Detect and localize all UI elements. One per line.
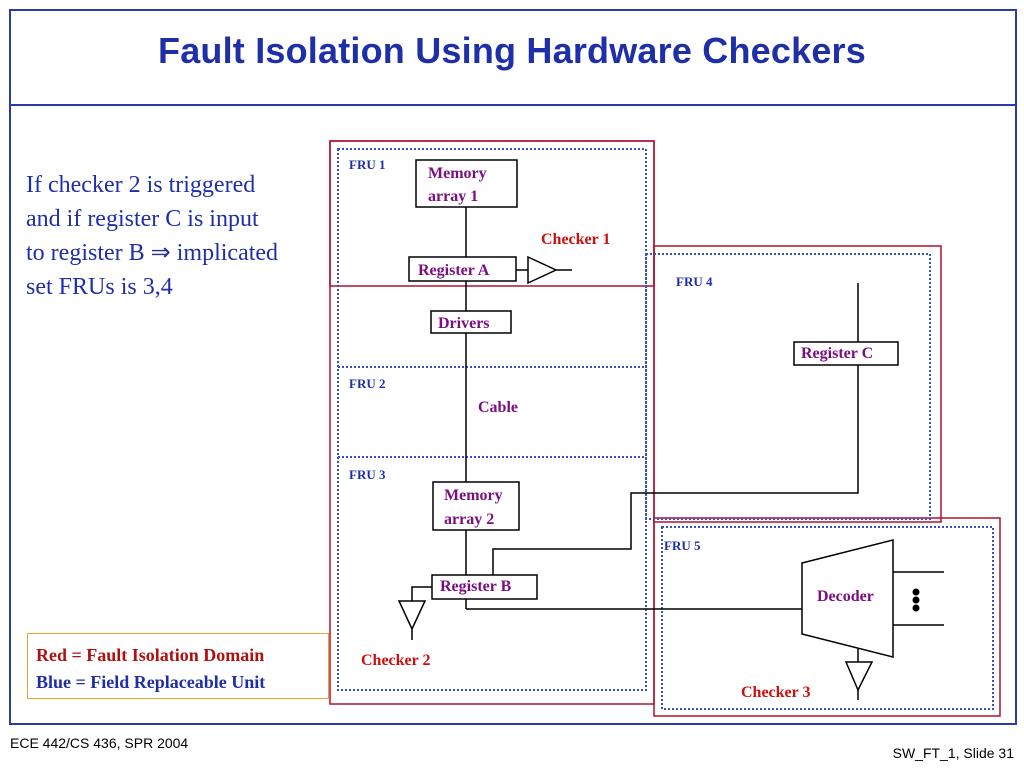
cable-label: Cable [478, 399, 518, 416]
description-line-2: and if register C is input [26, 206, 259, 232]
checker-2-triangle [397, 600, 427, 631]
fru-3-label: FRU 3 [349, 467, 386, 482]
register-c-box [793, 341, 899, 366]
checker-3-label: Checker 3 [741, 684, 810, 701]
memory-array-2-box [432, 481, 520, 531]
fru-3-boundary [337, 148, 647, 691]
description-line-4: set FRUs is 3,4 [26, 274, 173, 300]
footer-slide-number: SW_FT_1, Slide 31 [892, 745, 1014, 761]
memory-array-2-label-line-1: Memory [444, 487, 503, 504]
slide-title: Fault Isolation Using Hardware Checkers [158, 30, 866, 71]
fault-domain-1 [329, 140, 655, 705]
register-a-label: Register A [418, 262, 490, 279]
memory-array-1-label-line-2: array 1 [428, 188, 478, 205]
decoder-shape [801, 539, 894, 658]
checker-1-triangle [527, 255, 558, 285]
description-text: If checker 2 is triggered and if registe… [26, 168, 346, 304]
register-a-box [408, 256, 517, 282]
memory-array-1-box [415, 159, 518, 208]
decoder-label: Decoder [817, 588, 874, 605]
register-b-label: Register B [440, 578, 512, 595]
fru-2-label: FRU 2 [349, 376, 385, 391]
drivers-box [430, 310, 512, 334]
legend-red-line: Red = Fault Isolation Domain [36, 645, 265, 665]
checker-1-label: Checker 1 [541, 231, 610, 248]
memory-array-2-label-line-2: array 2 [444, 511, 494, 528]
fru-1-label: FRU 1 [349, 157, 385, 172]
checker-2-label: Checker 2 [361, 652, 430, 669]
checker-3-triangle [844, 661, 874, 692]
register-b-box [431, 574, 538, 600]
legend-blue-line: Blue = Field Replaceable Unit [36, 672, 266, 692]
memory-array-1-label-line-1: Memory [428, 165, 487, 182]
decoder-dot-2 [912, 596, 920, 604]
decoder-dot-3 [912, 604, 920, 612]
fru-4-label: FRU 4 [676, 274, 713, 289]
register-c-label: Register C [801, 345, 873, 362]
description-line-3: to register B ⇒ implicated [26, 236, 346, 270]
fru-5-label: FRU 5 [664, 538, 701, 553]
fru-5-boundary [661, 526, 994, 710]
description-line-1: If checker 2 is triggered [26, 172, 256, 198]
description-line-3-prefix: to register B [26, 240, 151, 266]
implies-symbol: ⇒ [150, 240, 171, 266]
fault-domain-2 [329, 140, 655, 287]
fault-domain-3 [653, 245, 942, 523]
description-line-3-suffix: implicated [170, 240, 279, 266]
footer-course: ECE 442/CS 436, SPR 2004 [10, 735, 189, 751]
decoder-dot-1 [912, 588, 920, 596]
legend-box: Red = Fault Isolation Domain Blue = Fiel… [27, 633, 329, 699]
fru-4-boundary [645, 253, 931, 520]
drivers-label: Drivers [438, 315, 490, 332]
